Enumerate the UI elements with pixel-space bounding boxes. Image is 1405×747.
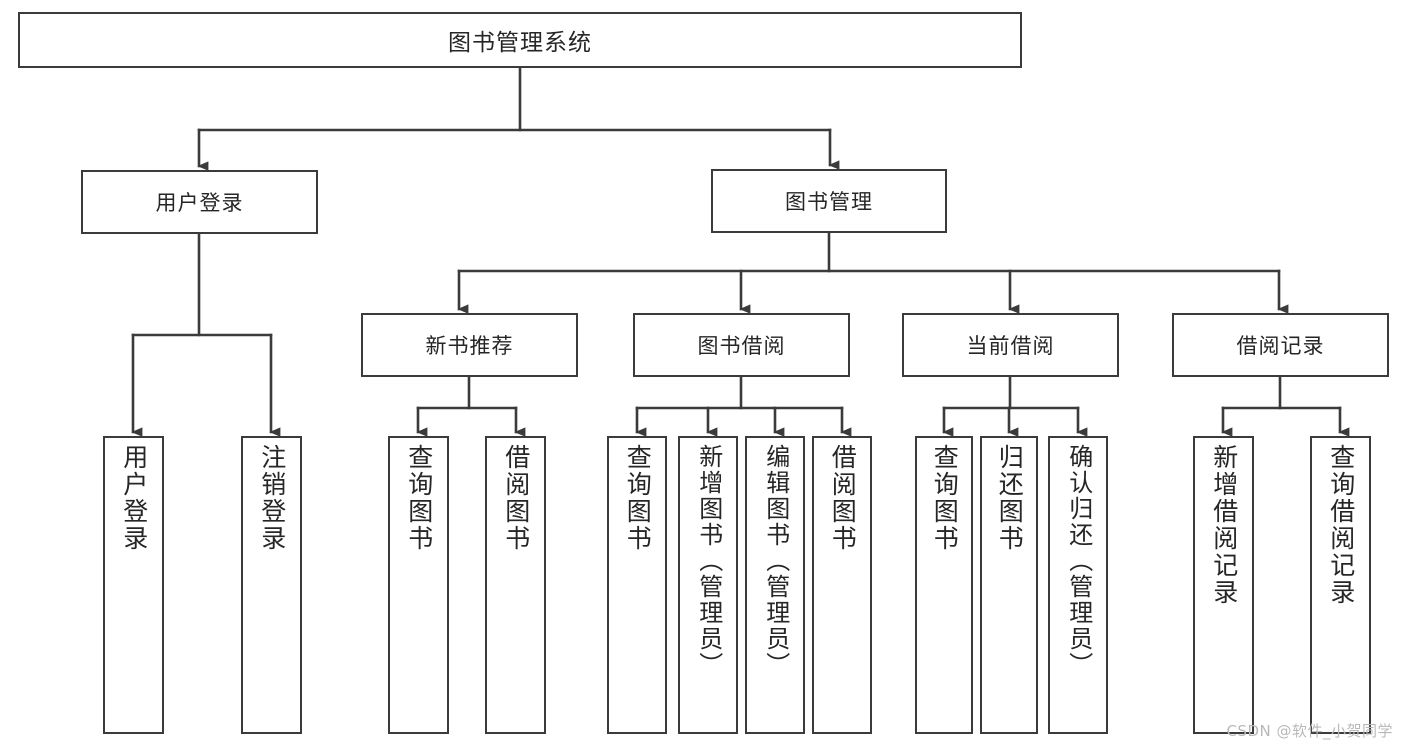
node-book-management[interactable]: 图书管理: [711, 169, 947, 233]
node-borrow-record-label: 借阅记录: [1236, 334, 1325, 358]
node-book-borrow[interactable]: 图书借阅: [633, 313, 850, 377]
node-book-borrow-label: 图书借阅: [697, 334, 786, 358]
node-leaf-query-book-1[interactable]: 查询图书: [388, 436, 449, 734]
node-leaf-return-book-label: 归还图书: [995, 444, 1025, 552]
node-leaf-query-book-1-label: 查询图书: [404, 444, 434, 552]
node-leaf-borrow-book-2-label: 借阅图书: [828, 444, 858, 552]
node-leaf-borrow-book-1[interactable]: 借阅图书: [485, 436, 546, 734]
node-leaf-return-book[interactable]: 归还图书: [980, 436, 1038, 734]
node-leaf-query-book-3-label: 查询图书: [930, 444, 960, 552]
node-leaf-add-record[interactable]: 新增借阅记录: [1193, 436, 1254, 734]
node-leaf-user-login-label: 用户登录: [119, 444, 149, 552]
node-new-book-recommend[interactable]: 新书推荐: [361, 313, 578, 377]
watermark-text: CSDN @软件_小贺同学: [1226, 722, 1393, 740]
node-leaf-borrow-book-2[interactable]: 借阅图书: [812, 436, 872, 734]
node-leaf-edit-book-label: 编辑图书（管理员）: [761, 444, 790, 678]
node-leaf-query-record-label: 查询借阅记录: [1326, 444, 1356, 606]
node-user-login-label: 用户登录: [155, 191, 244, 215]
node-new-book-recommend-label: 新书推荐: [425, 334, 514, 358]
node-current-borrow-label: 当前借阅: [966, 334, 1055, 358]
node-root-system[interactable]: 图书管理系统: [18, 12, 1022, 68]
node-borrow-record[interactable]: 借阅记录: [1172, 313, 1389, 377]
node-leaf-query-book-2[interactable]: 查询图书: [607, 436, 667, 734]
node-leaf-add-record-label: 新增借阅记录: [1209, 444, 1239, 606]
node-leaf-logout-login-label: 注销登录: [257, 444, 287, 552]
node-leaf-confirm-return[interactable]: 确认归还（管理员）: [1048, 436, 1108, 734]
node-leaf-add-book[interactable]: 新增图书（管理员）: [678, 436, 738, 734]
node-user-login[interactable]: 用户登录: [81, 170, 318, 234]
node-leaf-query-book-2-label: 查询图书: [623, 444, 653, 552]
node-leaf-user-login[interactable]: 用户登录: [103, 436, 164, 734]
node-leaf-edit-book[interactable]: 编辑图书（管理员）: [745, 436, 805, 734]
node-leaf-confirm-return-label: 确认归还（管理员）: [1064, 444, 1093, 678]
node-leaf-query-book-3[interactable]: 查询图书: [915, 436, 973, 734]
node-book-management-label: 图书管理: [785, 190, 873, 214]
node-leaf-borrow-book-1-label: 借阅图书: [501, 444, 531, 552]
node-leaf-add-book-label: 新增图书（管理员）: [694, 444, 723, 678]
node-leaf-query-record[interactable]: 查询借阅记录: [1310, 436, 1371, 734]
node-leaf-logout-login[interactable]: 注销登录: [241, 436, 302, 734]
node-root-label: 图书管理系统: [448, 30, 592, 56]
node-current-borrow[interactable]: 当前借阅: [902, 313, 1119, 377]
